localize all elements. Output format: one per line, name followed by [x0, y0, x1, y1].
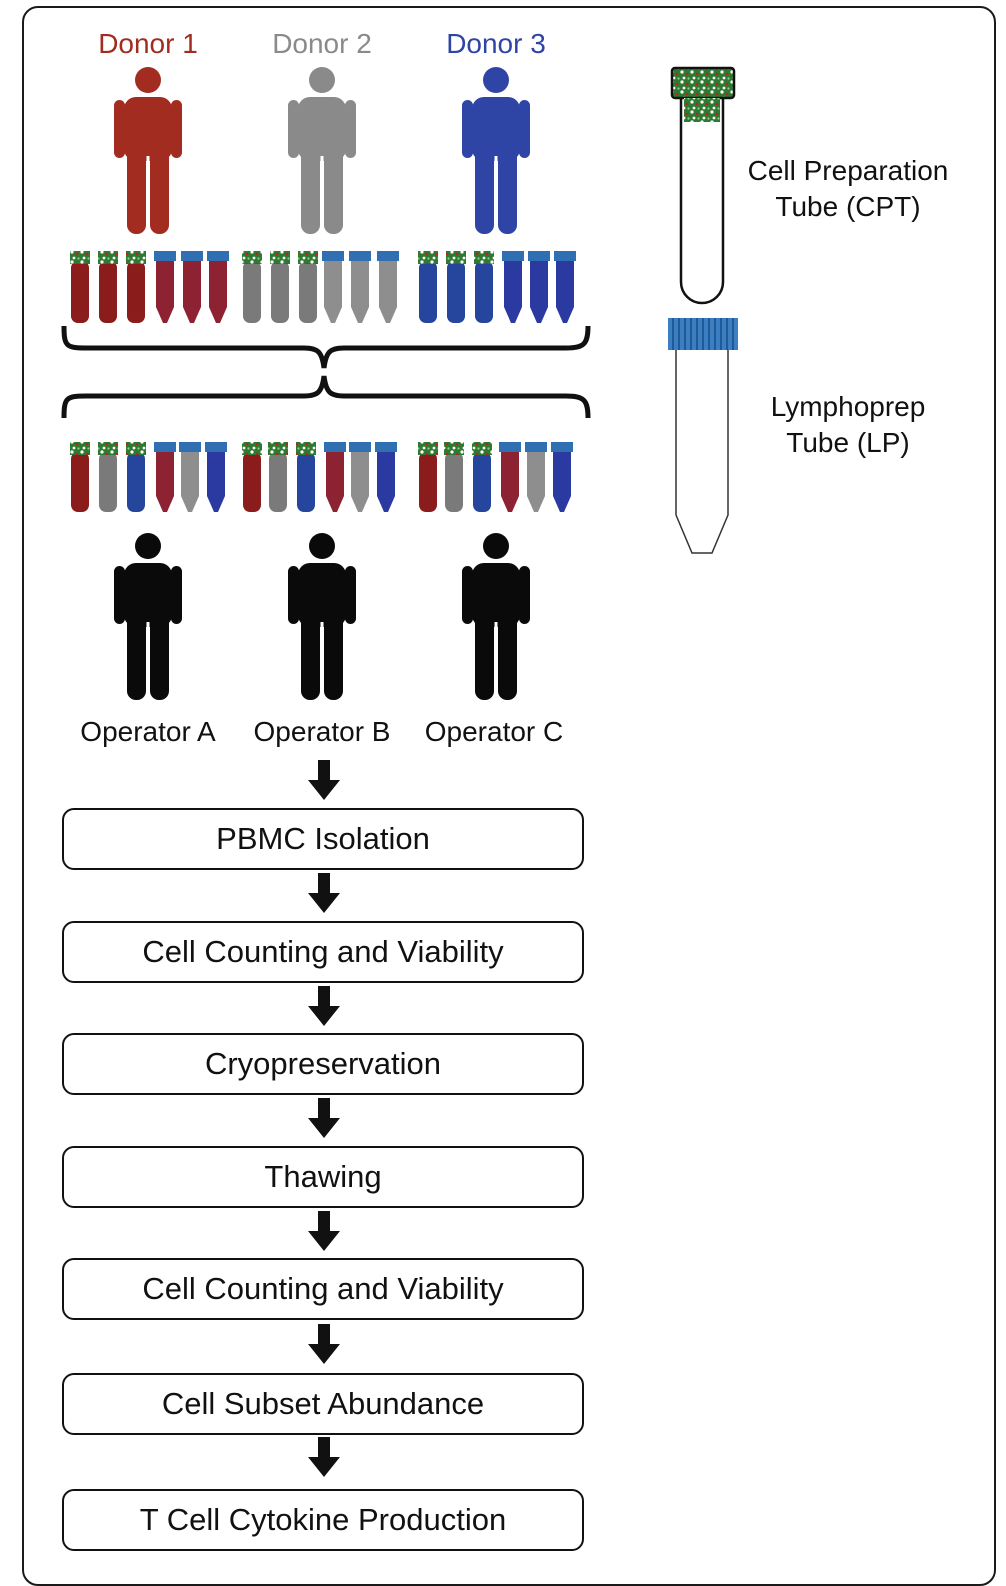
operator-lp-tube	[499, 442, 521, 512]
operator-lp-tube	[154, 442, 176, 512]
step-cell-counting-viability-1: Cell Counting and Viability	[62, 921, 584, 983]
operator-cpt-tube	[70, 442, 90, 512]
donor-tube-rack	[70, 251, 576, 323]
operator-lp-tube	[179, 442, 201, 512]
donor-lp-tube	[207, 251, 229, 323]
operator-lp-tube	[551, 442, 573, 512]
merge-brace	[61, 325, 591, 369]
donor-cpt-tube	[242, 251, 262, 323]
donor-2-figure	[288, 67, 356, 234]
operator-cpt-tube	[418, 442, 438, 512]
donor-cpt-tube	[126, 251, 146, 323]
step-thawing: Thawing	[62, 1146, 584, 1208]
donor-1-label: Donor 1	[98, 28, 198, 59]
cpt-legend-tube	[679, 96, 725, 305]
donor-cpt-tube	[98, 251, 118, 323]
donor-lp-tube	[181, 251, 203, 323]
workflow-arrows	[308, 760, 340, 1477]
split-brace	[61, 375, 591, 419]
donor-cpt-tube	[298, 251, 318, 323]
donor-lp-tube	[377, 251, 399, 323]
down-arrow-icon	[308, 1098, 340, 1138]
people-group	[114, 67, 530, 700]
lp-legend-cap	[668, 318, 738, 350]
step-t-cell-cytokine-production: T Cell Cytokine Production	[62, 1489, 584, 1551]
donor-lp-tube	[322, 251, 344, 323]
step-cryopreservation: Cryopreservation	[62, 1033, 584, 1095]
cpt-legend-cap	[670, 66, 736, 100]
operator-a-figure	[114, 533, 182, 700]
operator-a-label: Operator A	[80, 716, 216, 747]
operator-lp-tube	[525, 442, 547, 512]
down-arrow-icon	[308, 1324, 340, 1364]
operator-cpt-tube	[296, 442, 316, 512]
donor-lp-tube	[554, 251, 576, 323]
down-arrow-icon	[308, 1437, 340, 1477]
down-arrow-icon	[308, 1211, 340, 1251]
operator-tube-rack	[70, 442, 573, 512]
operator-lp-tube	[349, 442, 371, 512]
donor-1-figure	[114, 67, 182, 234]
step-cell-counting-viability-2: Cell Counting and Viability	[62, 1258, 584, 1320]
donor-cpt-tube	[270, 251, 290, 323]
operator-lp-tube	[375, 442, 397, 512]
step-pbmc-isolation: PBMC Isolation	[62, 808, 584, 870]
step-cell-subset-abundance: Cell Subset Abundance	[62, 1373, 584, 1435]
cpt-legend-gel	[684, 98, 720, 122]
donor-cpt-tube	[474, 251, 494, 323]
operator-cpt-tube	[98, 442, 118, 512]
operator-b-label: Operator B	[253, 716, 391, 747]
operator-lp-tube	[205, 442, 227, 512]
operator-cpt-tube	[444, 442, 464, 512]
donor-cpt-tube	[418, 251, 438, 323]
donor-cpt-tube	[70, 251, 90, 323]
operator-cpt-tube	[126, 442, 146, 512]
distribution-braces	[61, 325, 591, 419]
operator-c-label: Operator C	[424, 716, 564, 747]
operator-cpt-tube	[472, 442, 492, 512]
donor-lp-tube	[502, 251, 524, 323]
down-arrow-icon	[308, 986, 340, 1026]
down-arrow-icon	[308, 873, 340, 913]
donor-3-label: Donor 3	[446, 28, 546, 59]
down-arrow-icon	[308, 760, 340, 800]
operator-cpt-tube	[242, 442, 262, 512]
donor-lp-tube	[349, 251, 371, 323]
operator-b-figure	[288, 533, 356, 700]
operator-lp-tube	[324, 442, 346, 512]
donor-cpt-tube	[446, 251, 466, 323]
donor-2-label: Donor 2	[272, 28, 372, 59]
tube-legend	[668, 66, 738, 554]
donor-lp-tube	[154, 251, 176, 323]
donor-3-figure	[462, 67, 530, 234]
operator-c-figure	[462, 533, 530, 700]
operator-cpt-tube	[268, 442, 288, 512]
donor-lp-tube	[528, 251, 550, 323]
lp-legend-tube	[675, 350, 729, 554]
